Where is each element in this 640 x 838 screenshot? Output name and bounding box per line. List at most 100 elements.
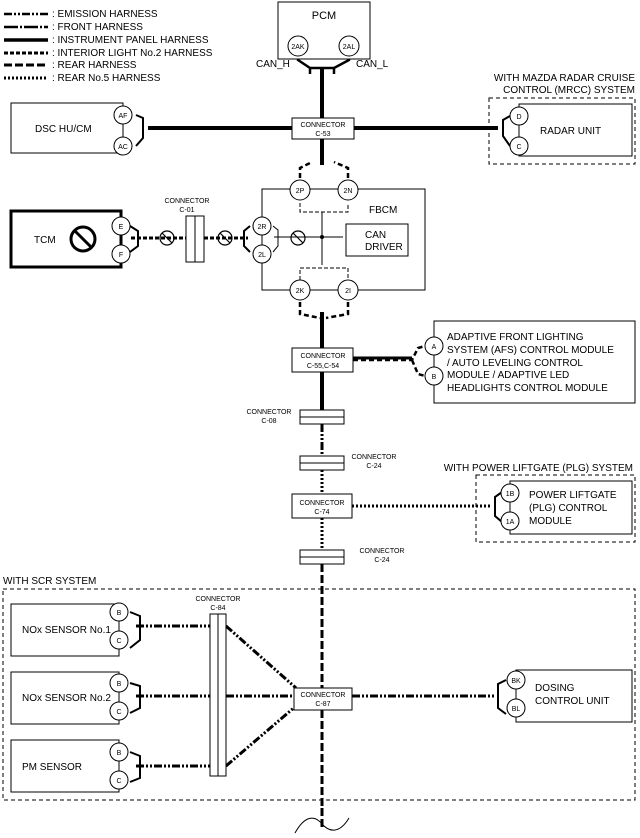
- afs-line3: / AUTO LEVELING CONTROL: [447, 358, 583, 369]
- nox1-pin-c: C: [116, 638, 121, 645]
- pcm-block: PCM 2AK 2AL: [277, 1, 371, 60]
- plg-pin-1a: 1A: [506, 519, 515, 526]
- c24a-id: C-24: [366, 463, 381, 470]
- c74-title: CONNECTOR: [300, 500, 345, 507]
- c53-title: CONNECTOR: [301, 122, 346, 129]
- fbcm-pin-2l: 2L: [258, 252, 266, 259]
- dosing-control-unit: BK BL DOSING CONTROL UNIT: [506, 669, 633, 723]
- legend-emission: : EMISSION HARNESS: [52, 9, 158, 20]
- dsc-block: DSC HU/CM AF AC: [10, 102, 133, 156]
- fbcm-pin-2p: 2P: [296, 188, 305, 195]
- c24b-id: C-24: [374, 557, 389, 564]
- plg-group: WITH POWER LIFTGATE (PLG) SYSTEM 1B 1A P…: [444, 463, 636, 543]
- afs-line4: MODULE / ADAPTIVE LED: [447, 370, 569, 381]
- dsc-label: DSC HU/CM: [35, 124, 92, 135]
- c01-id: C-01: [179, 207, 194, 214]
- pm-pin-b: B: [117, 750, 122, 757]
- fbcm-pin-2k: 2K: [296, 288, 305, 295]
- c24b-title: CONNECTOR: [360, 548, 405, 555]
- afs-line5: HEADLIGHTS CONTROL MODULE: [447, 383, 608, 394]
- fbcm-block: FBCM CAN DRIVER 2P 2N 2R 2L 2K 2I: [252, 179, 426, 301]
- dosing-pin-bl: BL: [512, 706, 521, 713]
- nox-sensor-2: NOx SENSOR No.2 B C: [10, 671, 129, 725]
- c08-title: CONNECTOR: [247, 409, 292, 416]
- c84-id: C-84: [210, 605, 225, 612]
- plg-line1: POWER LIFTGATE: [529, 490, 617, 501]
- plg-line3: MODULE: [529, 516, 572, 527]
- plg-group-label: WITH POWER LIFTGATE (PLG) SYSTEM: [444, 463, 633, 474]
- scr-group-label: WITH SCR SYSTEM: [3, 576, 96, 587]
- tcm-pin-f: F: [119, 252, 123, 259]
- afs-line2: SYSTEM (AFS) CONTROL MODULE: [447, 345, 614, 356]
- c55-title: CONNECTOR: [301, 353, 346, 360]
- c74-id: C-74: [314, 509, 329, 516]
- radar-label: RADAR UNIT: [540, 126, 601, 137]
- pcm-pin-2ak: 2AK: [291, 44, 305, 51]
- pcm-label: PCM: [312, 10, 336, 22]
- afs-pin-a: A: [432, 344, 437, 351]
- nox2-label: NOx SENSOR No.2: [22, 693, 111, 704]
- connector-c74: CONNECTOR C-74: [291, 493, 353, 519]
- connector-c24-lower: CONNECTOR C-24: [299, 548, 405, 565]
- radar-pin-d: D: [516, 114, 521, 121]
- dosing-line1: DOSING: [535, 683, 575, 694]
- radar-group-line1: WITH MAZDA RADAR CRUISE: [494, 73, 635, 84]
- fbcm-can-line2: DRIVER: [365, 242, 403, 253]
- connector-c84: CONNECTOR C-84: [196, 596, 241, 777]
- connector-c01: CONNECTOR C-01: [165, 198, 210, 263]
- legend-front: : FRONT HARNESS: [52, 22, 143, 33]
- pm-label: PM SENSOR: [22, 762, 82, 773]
- nox2-pin-b: B: [117, 681, 122, 688]
- c87-title: CONNECTOR: [301, 692, 346, 699]
- fbcm-pin-2n: 2N: [344, 188, 353, 195]
- fbcm-pin-2i: 2I: [345, 288, 351, 295]
- radar-group: WITH MAZDA RADAR CRUISE CONTROL (MRCC) S…: [488, 73, 636, 165]
- c87-id: C-87: [315, 701, 330, 708]
- dosing-line2: CONTROL UNIT: [535, 696, 610, 707]
- pm-sensor: PM SENSOR B C: [10, 739, 129, 793]
- scr-group: WITH SCR SYSTEM: [2, 576, 636, 801]
- pm-pin-c: C: [116, 778, 121, 785]
- can-h-label: CAN_H: [256, 59, 290, 70]
- c08-id: C-08: [261, 418, 276, 425]
- legend: : EMISSION HARNESS : FRONT HARNESS : INS…: [4, 9, 213, 84]
- connector-c55: CONNECTOR C-55,C-54: [291, 347, 354, 373]
- fbcm-can-line1: CAN: [365, 230, 386, 241]
- dosing-pin-bk: BK: [511, 678, 521, 685]
- dsc-pin-ac: AC: [118, 144, 128, 151]
- afs-pin-b: B: [432, 374, 437, 381]
- plg-pin-1b: 1B: [506, 491, 515, 498]
- pcm-pin-2al: 2AL: [343, 44, 356, 51]
- fbcm-label: FBCM: [369, 205, 397, 216]
- nox-sensor-1: NOx SENSOR No.1 B C: [10, 602, 129, 657]
- plg-line2: (PLG) CONTROL: [529, 503, 608, 514]
- no-entry-icon: [69, 225, 97, 253]
- c55-id: C-55,C-54: [307, 363, 339, 370]
- legend-interior: : INTERIOR LIGHT No.2 HARNESS: [52, 48, 213, 59]
- nox1-label: NOx SENSOR No.1: [22, 625, 111, 636]
- legend-instrument: : INSTRUMENT PANEL HARNESS: [52, 35, 209, 46]
- c84-title: CONNECTOR: [196, 596, 241, 603]
- c01-title: CONNECTOR: [165, 198, 210, 205]
- radar-pin-c: C: [516, 144, 521, 151]
- tcm-label: TCM: [34, 235, 56, 246]
- tcm-pin-e: E: [119, 224, 124, 231]
- nox1-pin-b: B: [117, 610, 122, 617]
- afs-line1: ADAPTIVE FRONT LIGHTING: [447, 332, 584, 343]
- nox2-pin-c: C: [116, 709, 121, 716]
- connector-c24-upper: CONNECTOR C-24: [299, 454, 397, 471]
- afs-block: A B ADAPTIVE FRONT LIGHTING SYSTEM (AFS)…: [424, 320, 636, 404]
- connector-c08: CONNECTOR C-08: [247, 409, 345, 425]
- connector-c87: CONNECTOR C-87: [293, 687, 353, 711]
- can-l-label: CAN_L: [356, 59, 389, 70]
- c53-id: C-53: [315, 131, 330, 138]
- legend-rear: : REAR HARNESS: [52, 60, 137, 71]
- c24a-title: CONNECTOR: [352, 454, 397, 461]
- radar-group-line2: CONTROL (MRCC) SYSTEM: [503, 85, 635, 96]
- fbcm-pin-2r: 2R: [258, 224, 267, 231]
- legend-rear5: : REAR No.5 HARNESS: [52, 73, 161, 84]
- tcm-block: TCM E F: [9, 209, 131, 269]
- connector-c53: CONNECTOR C-53: [291, 117, 355, 140]
- dsc-pin-af: AF: [119, 113, 128, 120]
